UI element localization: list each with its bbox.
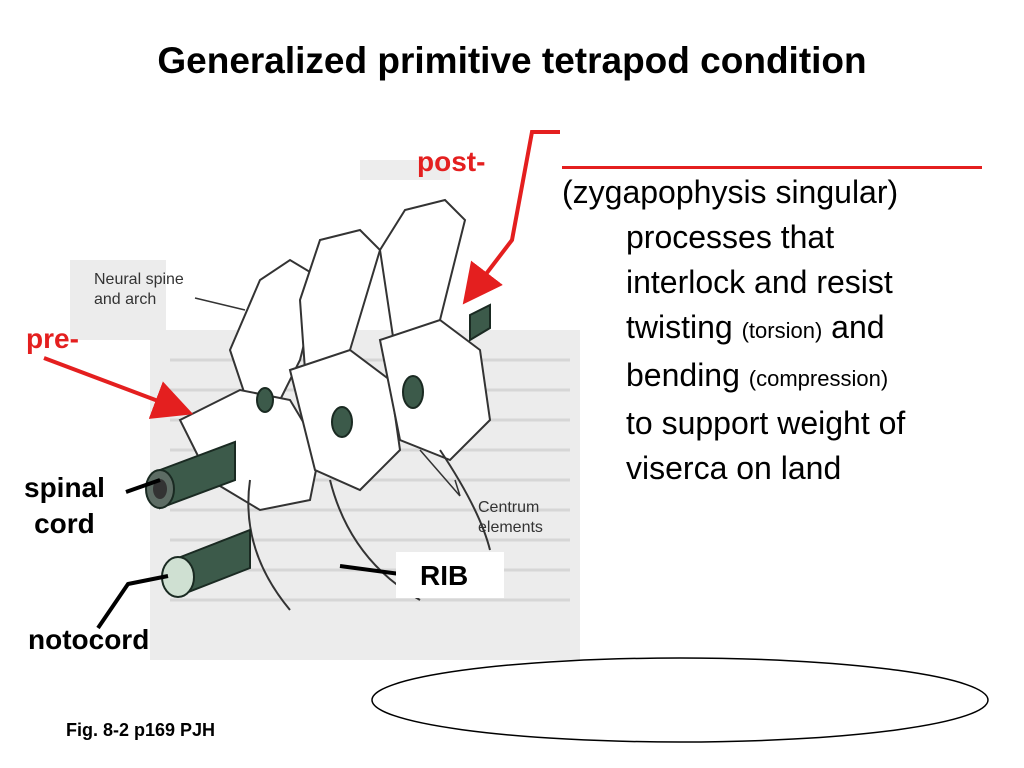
desc-and: and <box>831 309 885 345</box>
desc-line7: viserca on land <box>626 450 842 486</box>
neural-arch-label: and arch <box>94 291 156 308</box>
desc-torsion: (torsion) <box>741 318 823 343</box>
desc-line1: (zygapophysis singular) <box>562 174 899 210</box>
desc-bending: bending <box>626 357 740 393</box>
zygapophysis-description: (zygapophysis singular) processes that i… <box>562 170 1002 491</box>
desc-line4: twisting (torsion) and <box>562 305 1002 353</box>
desc-line5: bending (compression) <box>562 353 1002 401</box>
neural-spine-label: Neural spine <box>94 271 184 288</box>
rib-label-box <box>396 552 504 598</box>
spinal-label-line2: cord <box>34 508 95 539</box>
pre-label: pre- <box>26 323 79 354</box>
desc-line6: to support weight of <box>626 405 906 441</box>
notocord-label: notocord <box>28 624 150 655</box>
figure-caption: Fig. 8-2 p169 PJH <box>66 720 216 740</box>
rib-label: RIB <box>420 560 469 591</box>
notocord-pointer <box>96 574 169 630</box>
desc-line2: processes that <box>626 219 835 255</box>
vertebral-column-illustration: Neural spine and arch Centrum elements <box>70 160 580 660</box>
answer-oval <box>371 657 989 743</box>
spinal-cord-label: spinal cord <box>24 470 105 542</box>
slide-title: Generalized primitive tetrapod condition <box>157 40 867 81</box>
post-label: post- <box>417 146 486 177</box>
centrum-label: Centrum <box>478 499 539 516</box>
post-arrow <box>462 130 560 305</box>
spinal-label-line1: spinal <box>24 472 105 503</box>
desc-twisting: twisting <box>626 309 733 345</box>
desc-line3: interlock and resist <box>626 264 893 300</box>
fill-in-blank-line <box>562 132 982 169</box>
spinal-cord-pointer <box>125 478 161 494</box>
centrum-elements-label: elements <box>478 519 543 536</box>
desc-compression: (compression) <box>748 366 889 391</box>
rib-pointer <box>339 564 401 576</box>
pre-arrow <box>43 356 194 419</box>
